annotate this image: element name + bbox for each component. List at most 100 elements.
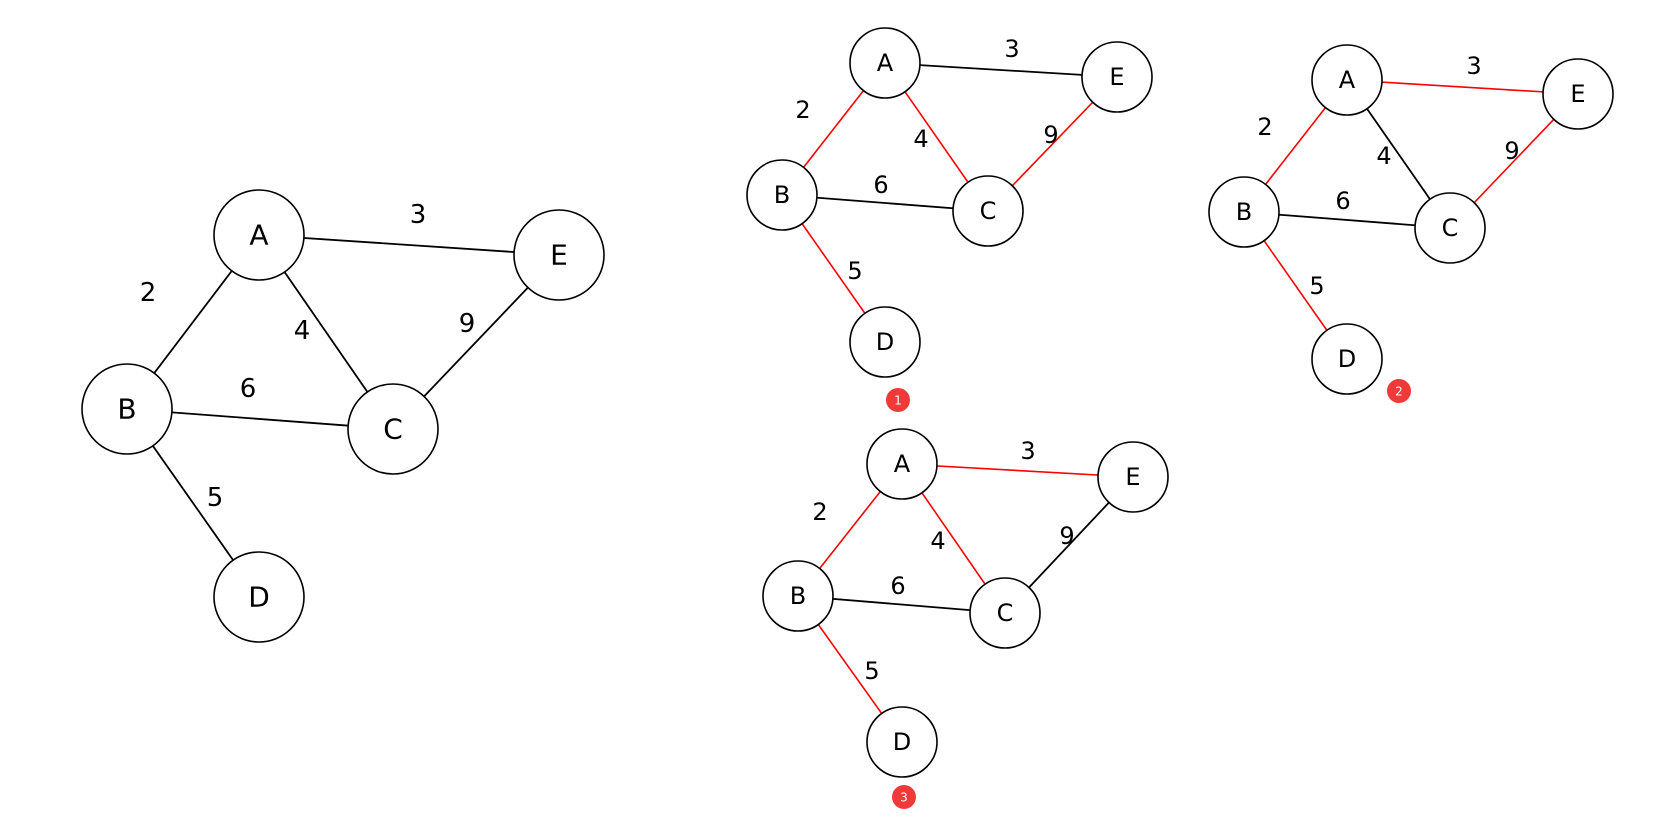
node-circle	[849, 27, 921, 99]
node-label: A	[894, 450, 911, 478]
node-label: D	[876, 328, 894, 356]
node-circle	[866, 706, 938, 778]
node-label: B	[790, 582, 806, 610]
edge-weight-a-c: 4	[930, 527, 945, 555]
node-circle	[969, 577, 1041, 649]
edge-weight-a-b: 2	[140, 278, 157, 308]
graph-original: 2 4 3 6 5 9 A B C D E	[81, 189, 605, 643]
edge-weight-b-d: 5	[847, 257, 862, 285]
step-badge-number: 3	[900, 791, 908, 805]
edge-weight-b-d: 5	[864, 657, 879, 685]
edge-weight-c-e: 9	[459, 309, 476, 339]
node-d: D	[1311, 323, 1383, 395]
node-circle	[213, 189, 305, 281]
node-c: C	[969, 577, 1041, 649]
node-label: A	[877, 49, 894, 77]
step-badge-circle	[886, 388, 910, 412]
node-b: B	[81, 363, 173, 455]
edge-weight-c-e: 9	[1504, 137, 1519, 165]
step-badge: 2	[1387, 379, 1411, 403]
node-circle	[1311, 44, 1383, 116]
node-label: C	[1442, 214, 1459, 242]
node-a: A	[213, 189, 305, 281]
step-badge-circle	[1387, 379, 1411, 403]
graph-step-1: 2 4 3 6 5 9 A B C D E 1	[746, 27, 1153, 412]
edge-weight-b-c: 6	[890, 572, 905, 600]
node-label: B	[117, 393, 136, 426]
node-circle	[1208, 176, 1280, 248]
node-circle	[1311, 323, 1383, 395]
edge-weight-a-e: 3	[1020, 437, 1035, 465]
node-circle	[81, 363, 173, 455]
node-circle	[1414, 192, 1486, 264]
node-circle	[1081, 41, 1153, 113]
node-circle	[866, 428, 938, 500]
node-e: E	[1081, 41, 1153, 113]
edge-weight-a-e: 3	[410, 200, 427, 230]
node-circle	[347, 383, 439, 475]
edge-weight-b-c: 6	[1335, 187, 1350, 215]
step-badge-number: 2	[1395, 385, 1403, 399]
edge-weight-c-e: 9	[1059, 522, 1074, 550]
node-circle	[952, 175, 1024, 247]
node-label: D	[893, 728, 911, 756]
edge-weight-a-c: 4	[294, 316, 311, 346]
node-d: D	[849, 306, 921, 378]
edge-weight-b-d: 5	[207, 483, 224, 513]
edge-weight-a-e: 3	[1004, 35, 1019, 63]
node-label: D	[248, 581, 270, 614]
node-c: C	[952, 175, 1024, 247]
edge-weight-a-b: 2	[1257, 113, 1272, 141]
step-badge: 1	[886, 388, 910, 412]
node-b: B	[746, 159, 818, 231]
node-b: B	[762, 560, 834, 632]
edge-weight-b-d: 5	[1309, 272, 1324, 300]
node-a: A	[1311, 44, 1383, 116]
node-label: D	[1338, 345, 1356, 373]
edge-a-e	[1346, 79, 1579, 95]
edge-weight-a-e: 3	[1466, 52, 1481, 80]
step-badge-circle	[892, 785, 916, 809]
node-label: E	[1570, 80, 1585, 108]
node-label: A	[249, 219, 268, 252]
node-label: C	[383, 413, 403, 446]
node-a: A	[866, 428, 938, 500]
node-label: B	[774, 181, 790, 209]
node-b: B	[1208, 176, 1280, 248]
step-badge-number: 1	[894, 394, 902, 408]
node-circle	[849, 306, 921, 378]
node-circle	[762, 560, 834, 632]
node-c: C	[347, 383, 439, 475]
node-e: E	[513, 209, 605, 301]
node-e: E	[1542, 58, 1614, 130]
edge-weight-b-c: 6	[240, 374, 257, 404]
node-circle	[746, 159, 818, 231]
edge-weight-c-e: 9	[1043, 121, 1058, 149]
node-label: C	[980, 197, 997, 225]
node-circle	[1542, 58, 1614, 130]
edge-a-e	[884, 62, 1118, 78]
edge-a-e	[901, 463, 1134, 478]
step-badge: 3	[892, 785, 916, 809]
node-d: D	[213, 551, 305, 643]
node-label: B	[1236, 198, 1252, 226]
node-c: C	[1414, 192, 1486, 264]
node-d: D	[866, 706, 938, 778]
node-circle	[213, 551, 305, 643]
node-circle	[513, 209, 605, 301]
edge-weight-a-c: 4	[1376, 142, 1391, 170]
node-label: E	[1125, 463, 1140, 491]
edge-weight-a-c: 4	[913, 125, 928, 153]
node-a: A	[849, 27, 921, 99]
node-e: E	[1097, 441, 1169, 513]
node-label: A	[1339, 66, 1356, 94]
node-label: E	[550, 239, 568, 272]
node-label: E	[1109, 63, 1124, 91]
edge-weight-a-b: 2	[795, 96, 810, 124]
graph-step-2: 2 4 3 6 5 9 A B C D E 2	[1208, 44, 1614, 403]
edge-a-e	[258, 234, 560, 256]
edge-weight-b-c: 6	[873, 171, 888, 199]
node-label: C	[997, 599, 1014, 627]
